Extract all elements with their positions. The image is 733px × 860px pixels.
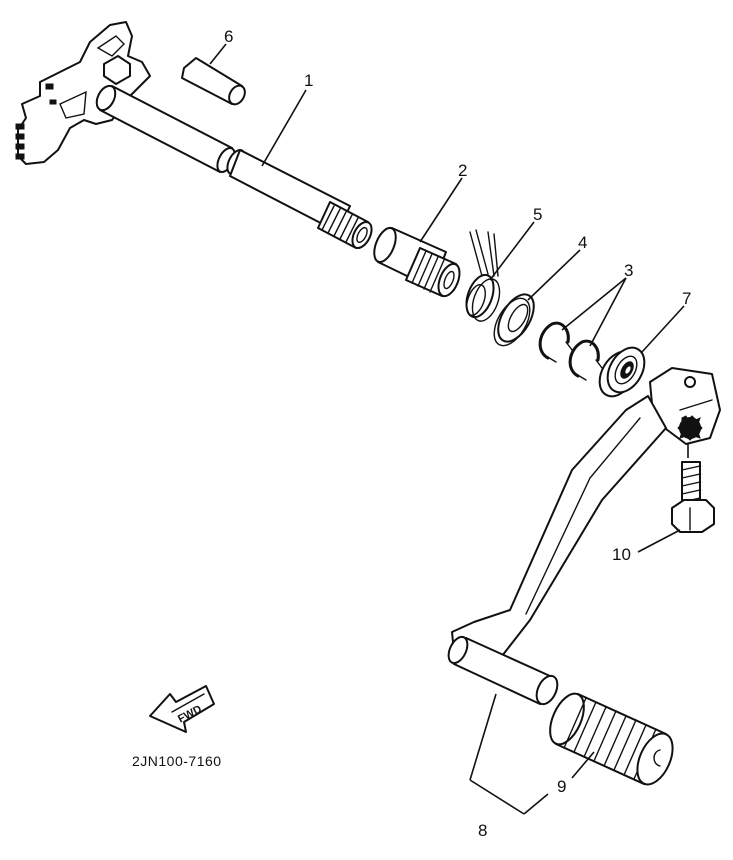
callout-8: 8 bbox=[478, 821, 487, 840]
callout-7: 7 bbox=[682, 289, 691, 308]
callout-1: 1 bbox=[304, 71, 313, 90]
callout-3: 3 bbox=[624, 261, 633, 280]
callout-9: 9 bbox=[557, 777, 566, 796]
fwd-arrow-icon: FWD bbox=[149, 685, 215, 733]
pin-part-6 bbox=[181, 57, 246, 106]
circlip-part-3a bbox=[538, 321, 573, 363]
shift-shaft-part-1 bbox=[15, 21, 373, 249]
bolt-part-10 bbox=[671, 461, 715, 533]
callout-4: 4 bbox=[578, 233, 587, 252]
collar-part-2 bbox=[373, 226, 461, 298]
circlip-part-3b bbox=[568, 339, 603, 381]
shift-pedal-part-8 bbox=[447, 367, 721, 706]
leader-lines bbox=[209, 43, 689, 815]
rubber-peg-part-9 bbox=[549, 692, 674, 786]
callout-6: 6 bbox=[224, 27, 233, 46]
callout-labels: 1 2 3 4 5 6 7 8 9 10 bbox=[224, 27, 691, 840]
washer-part-4 bbox=[493, 293, 535, 347]
spring-part-5 bbox=[465, 229, 501, 322]
diagram-code: 2JN100-7160 bbox=[132, 753, 222, 769]
callout-5: 5 bbox=[533, 205, 542, 224]
callout-2: 2 bbox=[458, 161, 467, 180]
oil-seal-part-7 bbox=[598, 346, 646, 398]
callout-10: 10 bbox=[612, 545, 631, 564]
